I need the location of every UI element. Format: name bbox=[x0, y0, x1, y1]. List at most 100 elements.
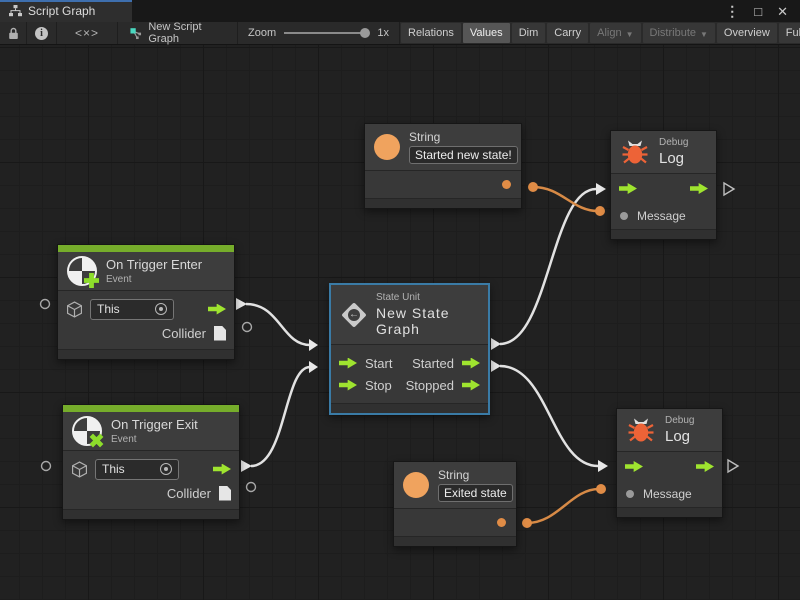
gameobject-cube-icon bbox=[67, 300, 82, 318]
script-graph-icon bbox=[130, 27, 142, 39]
port-label: Collider bbox=[166, 485, 211, 501]
chevron-down-icon: ▼ bbox=[625, 29, 634, 39]
lock-icon bbox=[8, 27, 18, 39]
string-value-input[interactable]: Exited state bbox=[438, 484, 513, 502]
port-label: Collider bbox=[161, 325, 206, 341]
state-unit-node[interactable]: ← State Unit New State Graph Start Start… bbox=[329, 283, 490, 415]
align-button[interactable]: Align ▼ bbox=[590, 23, 641, 43]
message-input-port[interactable] bbox=[626, 490, 634, 498]
port-label: Message bbox=[637, 209, 686, 223]
node-footer bbox=[63, 509, 239, 519]
string-literal-node-top[interactable]: String Started new state! bbox=[364, 123, 522, 209]
string-value-input[interactable]: Started new state! bbox=[409, 146, 518, 164]
event-icon bbox=[67, 256, 99, 288]
flow-input-port[interactable] bbox=[339, 357, 357, 369]
node-title: New State Graph bbox=[376, 305, 450, 337]
chevron-down-icon: ▼ bbox=[700, 29, 708, 39]
distribute-button[interactable]: Distribute ▼ bbox=[642, 23, 715, 43]
node-title: On Trigger Exit bbox=[111, 417, 198, 432]
target-object-dropdown[interactable]: This bbox=[95, 458, 179, 480]
target-object-dropdown[interactable]: This bbox=[90, 298, 174, 320]
target-value: This bbox=[102, 462, 125, 476]
node-title: On Trigger Enter bbox=[106, 257, 203, 272]
values-button[interactable]: Values bbox=[462, 23, 510, 43]
tab-title: Script Graph bbox=[28, 4, 96, 18]
string-output-port[interactable] bbox=[502, 180, 511, 189]
carry-button[interactable]: Carry bbox=[547, 23, 589, 43]
flow-input-port[interactable] bbox=[339, 379, 357, 391]
close-icon[interactable]: ✕ bbox=[777, 3, 788, 19]
port-label: Stopped bbox=[405, 377, 454, 393]
node-title: String bbox=[409, 130, 441, 144]
code-icon: <×> bbox=[74, 26, 100, 40]
flow-output-port[interactable] bbox=[696, 461, 714, 472]
message-input-port[interactable] bbox=[620, 212, 628, 220]
collider-output-port[interactable] bbox=[219, 485, 231, 501]
x-badge-icon bbox=[86, 430, 107, 451]
node-footer bbox=[331, 403, 488, 413]
plus-badge-icon bbox=[84, 273, 99, 288]
node-subtitle: Event bbox=[106, 274, 132, 285]
string-type-icon bbox=[403, 472, 429, 498]
debug-log-node-top[interactable]: Debug Log Message bbox=[610, 130, 717, 240]
node-title: String bbox=[438, 468, 470, 482]
event-icon bbox=[72, 416, 102, 446]
info-icon: i bbox=[35, 26, 48, 40]
bug-icon bbox=[622, 140, 648, 164]
flow-output-port[interactable] bbox=[208, 303, 226, 315]
node-title: Log bbox=[659, 150, 685, 167]
event-color-bar bbox=[58, 245, 234, 252]
tab-script-graph[interactable]: Script Graph bbox=[0, 0, 132, 22]
string-literal-node-bottom[interactable]: String Exited state bbox=[393, 461, 517, 547]
relations-button[interactable]: Relations bbox=[401, 23, 461, 43]
flow-output-port[interactable] bbox=[213, 463, 231, 475]
state-machine-icon: ← bbox=[341, 301, 367, 328]
target-value: This bbox=[97, 302, 120, 316]
on-trigger-exit-node[interactable]: On Trigger Exit Event This Collider bbox=[62, 404, 240, 520]
string-type-icon bbox=[374, 134, 400, 160]
graph-name-breadcrumb[interactable]: New Script Graph bbox=[118, 21, 238, 45]
node-footer bbox=[611, 229, 716, 239]
object-picker-icon[interactable] bbox=[160, 463, 172, 475]
graph-hierarchy-icon bbox=[9, 5, 22, 17]
window-controls: ⋮ □ ✕ bbox=[725, 0, 800, 22]
graph-toolbar: i <×> New Script Graph Zoom 1x Relations… bbox=[0, 21, 800, 45]
info-button[interactable]: i bbox=[27, 22, 57, 44]
string-output-port[interactable] bbox=[497, 518, 506, 527]
node-footer bbox=[365, 198, 521, 208]
lock-button[interactable] bbox=[0, 22, 27, 44]
collider-output-port[interactable] bbox=[214, 325, 226, 341]
port-label: Message bbox=[643, 487, 692, 501]
zoom-control: Zoom 1x bbox=[238, 22, 400, 44]
maximize-icon[interactable]: □ bbox=[754, 3, 763, 19]
flow-input-port[interactable] bbox=[619, 183, 637, 194]
flow-input-port[interactable] bbox=[625, 461, 643, 472]
flow-output-port[interactable] bbox=[690, 183, 708, 194]
event-color-bar bbox=[63, 405, 239, 412]
debug-log-node-bottom[interactable]: Debug Log Message bbox=[616, 408, 723, 518]
node-footer bbox=[58, 349, 234, 359]
full-screen-button[interactable]: Full Screen bbox=[778, 23, 800, 43]
code-preview-button[interactable]: <×> bbox=[57, 22, 118, 44]
kebab-menu-icon[interactable]: ⋮ bbox=[725, 3, 740, 19]
zoom-value: 1x bbox=[377, 27, 389, 39]
object-picker-icon[interactable] bbox=[155, 303, 167, 315]
dim-button[interactable]: Dim bbox=[511, 23, 546, 43]
port-label: Started bbox=[412, 355, 454, 371]
on-trigger-enter-node[interactable]: On Trigger Enter Event This Collider bbox=[57, 244, 235, 360]
node-subtitle: Debug bbox=[659, 137, 689, 148]
port-label: Start bbox=[365, 355, 393, 371]
tab-bar: Script Graph ⋮ □ ✕ bbox=[0, 0, 800, 22]
gameobject-cube-icon bbox=[72, 460, 87, 478]
bug-icon bbox=[628, 418, 654, 442]
zoom-slider[interactable] bbox=[284, 28, 371, 38]
flow-output-port[interactable] bbox=[462, 357, 480, 369]
port-label: Stop bbox=[365, 377, 392, 393]
zoom-slider-handle[interactable] bbox=[360, 28, 371, 38]
flow-output-port[interactable] bbox=[462, 379, 480, 391]
node-footer bbox=[617, 507, 722, 517]
overview-button[interactable]: Overview bbox=[716, 23, 777, 43]
graph-name-label: New Script Graph bbox=[148, 21, 202, 45]
node-footer bbox=[394, 536, 516, 546]
